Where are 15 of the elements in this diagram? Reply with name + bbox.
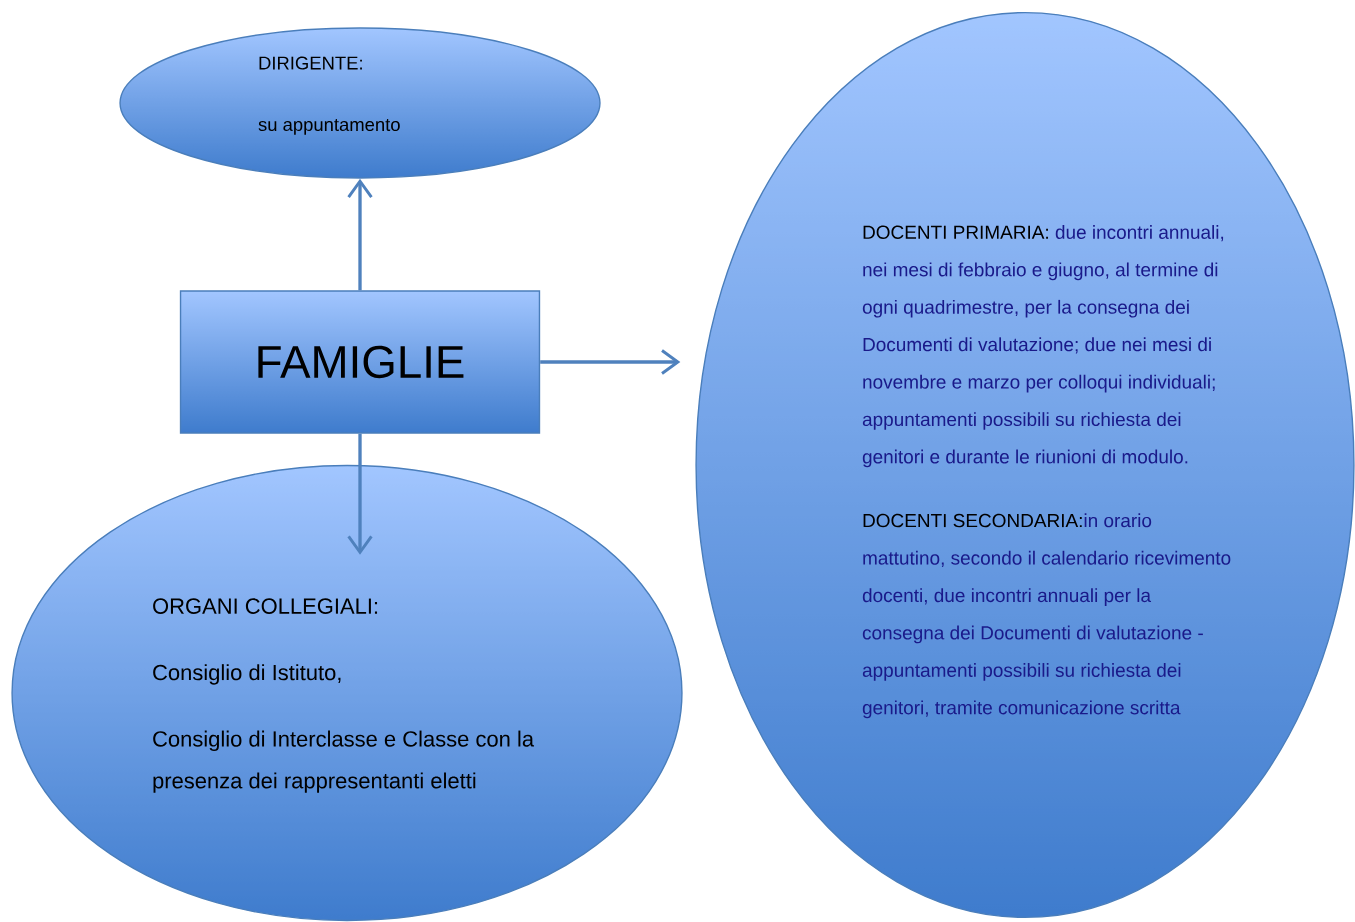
paragraph-text: ORGANI COLLEGIALI:: [153, 598, 378, 614]
info-ellipse: [11, 464, 683, 922]
paragraph-text: su appuntamento: [258, 118, 400, 135]
title-text: FAMIGLIE: [258, 345, 464, 379]
title-box: [179, 290, 541, 434]
paragraph-text: DIRIGENTE:: [259, 56, 362, 70]
paragraph-text: DOCENTI SECONDARIA:in orario mattutino, secondo il calendario ricevimento docenti, due incontri annuali per la consegna dei Documenti di valutazione - appuntamenti possibili su richiesta dei genitori, tramite comunicazione scritta: [862, 513, 1231, 719]
arrow: [347, 178, 373, 291]
arrow: [347, 433, 373, 555]
paragraph-text: Consiglio di Istituto,: [153, 664, 341, 685]
paragraph-text: Consiglio di Interclasse e Classe con la presenza dei rappresentanti eletti: [153, 730, 535, 793]
info-ellipse: [119, 27, 601, 179]
info-ellipse: [695, 11, 1355, 919]
arrow: [540, 349, 681, 375]
paragraph-text: DOCENTI PRIMARIA: due incontri annuali, nei mesi di febbraio e giugno, al termine di ogni quadrimestre, per la consegna dei Documenti di valutazione; due nei mesi di novembre e marzo per colloqui individuali; appuntamenti possibili su richiesta dei genitori e durante le riunioni di modulo.: [862, 225, 1224, 468]
